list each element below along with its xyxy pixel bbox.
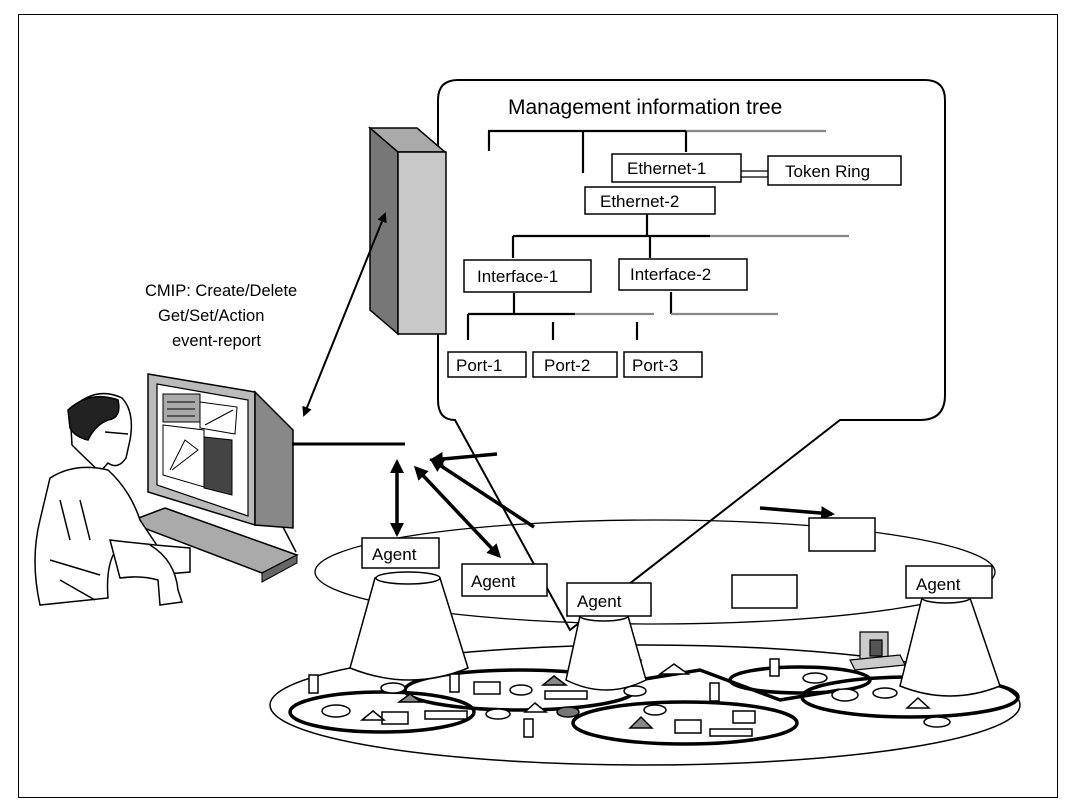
agent-box-4: Agent (905, 565, 993, 599)
svg-text:Get/Set/Action: Get/Set/Action (158, 307, 264, 325)
tree-node-interface-2: Interface-2 (618, 258, 748, 291)
network-base (269, 631, 1021, 766)
svg-text:event-report: event-report (172, 332, 261, 350)
tree-node-ethernet-1: Ethernet-1 (611, 153, 742, 183)
tree-node-port-3: Port-3 (623, 351, 703, 378)
svg-text:Agent: Agent (372, 545, 417, 564)
agent-box-1: Agent (361, 537, 440, 569)
tree-node-port-1: Port-1 (447, 351, 527, 378)
blank-node-box (808, 517, 876, 552)
cmip-arrow (302, 212, 387, 417)
svg-text:Ethernet-2: Ethernet-2 (600, 192, 679, 211)
agent-cones (349, 571, 1001, 697)
blank-node-box (731, 574, 798, 609)
tree-node-interface-1: Interface-1 (463, 259, 592, 293)
svg-text:CMIP: Create/Delete: CMIP: Create/Delete (145, 282, 297, 300)
tree-node-ethernet-2: Ethernet-2 (584, 186, 716, 215)
cmip-operations-label: CMIP: Create/Delete Get/Set/Action event… (145, 282, 297, 350)
svg-text:Interface-2: Interface-2 (630, 265, 711, 284)
svg-text:Port-3: Port-3 (632, 356, 678, 375)
agent-arrows (390, 452, 835, 559)
svg-text:Port-2: Port-2 (544, 356, 590, 375)
agent-box-3: Agent (566, 582, 652, 617)
svg-text:Agent: Agent (577, 592, 622, 611)
agent-box-2: Agent (461, 563, 548, 597)
mit-title: Management information tree (508, 96, 782, 119)
svg-text:Agent: Agent (471, 572, 516, 591)
svg-text:Port-1: Port-1 (456, 356, 502, 375)
svg-text:Ethernet-1: Ethernet-1 (627, 159, 706, 178)
operator-person (34, 392, 191, 606)
agent-ring (314, 519, 996, 625)
svg-text:Token Ring: Token Ring (785, 162, 870, 181)
svg-text:Agent: Agent (916, 575, 961, 594)
tree-node-port-2: Port-2 (532, 351, 618, 378)
svg-text:Interface-1: Interface-1 (477, 267, 558, 286)
manager-workstation (125, 373, 299, 583)
server-tower (367, 126, 448, 336)
tree-node-token-ring: Token Ring (767, 155, 902, 186)
